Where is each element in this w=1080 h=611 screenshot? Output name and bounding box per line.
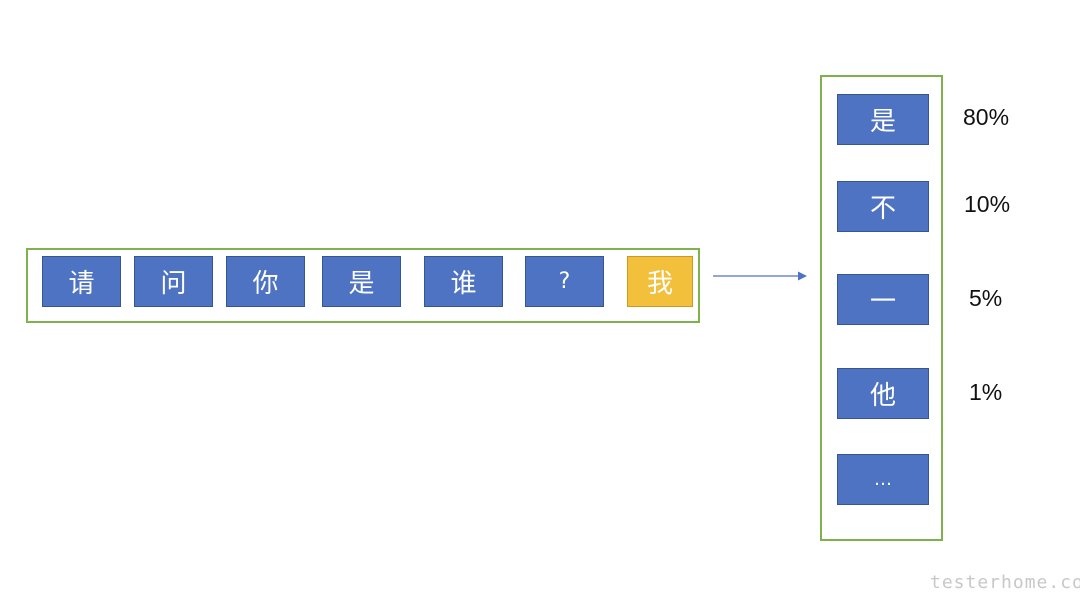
candidate-token: 是 [837, 94, 929, 145]
candidate-probability: 5% [969, 285, 1003, 311]
input-token: 你 [226, 256, 305, 307]
candidate-probability: 1% [969, 379, 1003, 405]
candidate-token: 他 [837, 368, 929, 419]
input-token: 请 [42, 256, 121, 307]
candidate-token: 一 [837, 274, 929, 325]
watermark: testerhome.com [930, 572, 1080, 593]
input-token: 问 [134, 256, 213, 307]
arrow-icon [713, 271, 807, 281]
candidate-probability: 10% [964, 191, 1011, 217]
input-sequence-frame [26, 248, 700, 323]
predicted-token: 我 [627, 256, 693, 307]
candidate-probability: 80% [963, 104, 1010, 130]
input-token: 谁 [424, 256, 503, 307]
candidate-list-frame [820, 75, 943, 541]
candidate-token: … [837, 454, 929, 505]
input-token: 是 [322, 256, 401, 307]
candidate-token: 不 [837, 181, 929, 232]
input-token: ? [525, 256, 604, 307]
